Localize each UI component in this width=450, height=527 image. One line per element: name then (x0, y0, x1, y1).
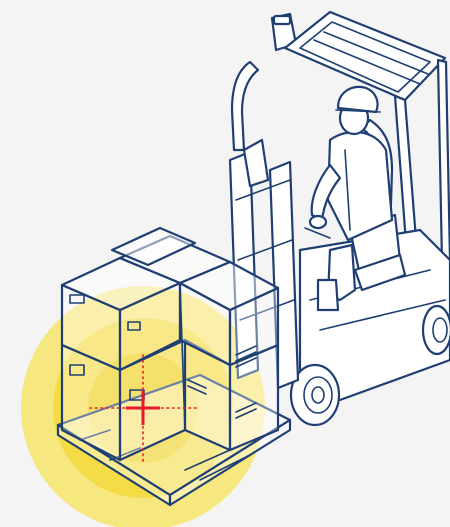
crosshair-icon (89, 354, 197, 463)
pallet-load (56, 226, 292, 507)
mast (228, 138, 300, 390)
operator-icon (304, 85, 407, 312)
